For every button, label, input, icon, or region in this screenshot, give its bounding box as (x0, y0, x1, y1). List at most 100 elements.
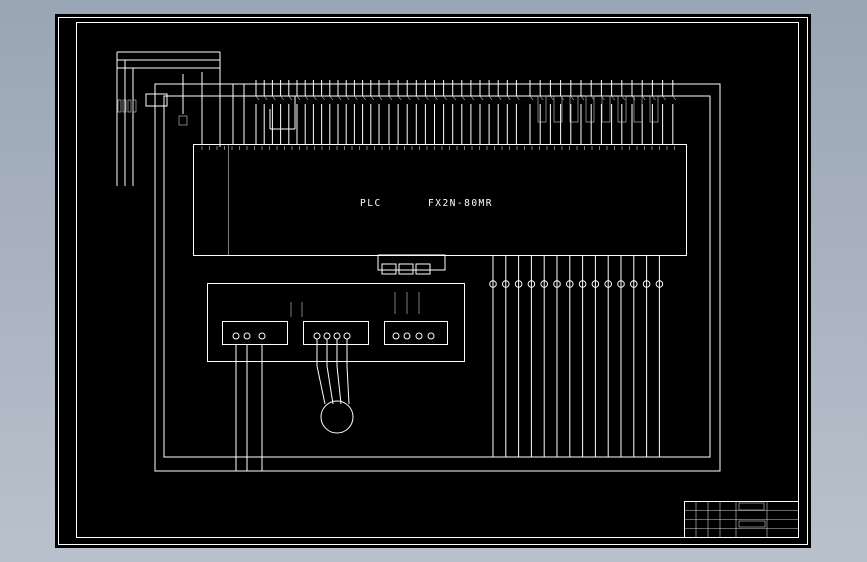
terminal-screw (392, 332, 400, 340)
input-switch-box (569, 95, 579, 123)
input-contact (497, 95, 502, 101)
analog-frame (377, 254, 446, 271)
input-contact (470, 95, 475, 101)
input-contact (516, 95, 520, 101)
input-contact (488, 95, 493, 101)
breaker-box (145, 93, 168, 107)
output-bus-outer (154, 83, 721, 472)
indicator-lamp-icon (578, 280, 587, 288)
input-contact (370, 95, 375, 101)
input-contact (354, 95, 358, 101)
input-contact (652, 95, 656, 101)
input-contact (461, 95, 466, 101)
terminal-screw (232, 332, 240, 340)
indicator-lamp-icon (489, 280, 497, 288)
transformer (178, 115, 188, 126)
input-contact (296, 95, 301, 101)
fuse (127, 99, 132, 113)
terminal-screw (333, 332, 341, 340)
inverter-terminal-motor (303, 321, 369, 345)
motor-lead (326, 365, 334, 405)
input-contact (611, 95, 615, 101)
input-contact (313, 95, 317, 101)
indicator-lamp-icon (553, 280, 561, 288)
terminal-screw (415, 332, 423, 340)
input-contact (570, 95, 575, 101)
indicator-lamp-icon (655, 280, 664, 288)
fuse (132, 99, 137, 113)
motor-lead (336, 365, 342, 405)
fuse (117, 99, 122, 113)
inner-frame (76, 22, 799, 538)
input-contact (443, 95, 447, 101)
motor-icon (320, 400, 354, 434)
indicator-lamp-icon (604, 280, 613, 288)
input-contact (529, 95, 534, 101)
indicator-lamp-icon (566, 280, 574, 288)
input-switch-box (585, 95, 595, 123)
input-contact (539, 95, 544, 101)
input-contact (329, 95, 334, 101)
input-contact (388, 95, 393, 101)
input-contact (378, 95, 383, 101)
indicator-lamp-icon (617, 280, 625, 288)
inverter-terminal-right (384, 321, 448, 345)
input-contact (452, 95, 456, 101)
input-contact (337, 95, 342, 101)
indicator-lamp-icon (591, 280, 600, 288)
input-contact (345, 95, 350, 101)
terminal-screw (258, 332, 266, 340)
indicator-lamp-icon (642, 280, 651, 288)
input-switch-box (553, 95, 563, 123)
indicator-lamp-icon (502, 280, 510, 288)
terminal-screw (403, 332, 411, 340)
inverter-terminal-left (222, 321, 288, 345)
input-contact (288, 95, 293, 101)
input-contact (672, 95, 677, 101)
indicator-lamp-icon (514, 280, 523, 288)
input-contact (621, 95, 626, 101)
terminal-screw (427, 332, 435, 340)
analog-module (398, 263, 414, 275)
outer-frame (58, 17, 808, 545)
input-contact (550, 95, 554, 101)
motor-lead (316, 365, 326, 405)
input-switch-box (601, 95, 611, 123)
input-contact (479, 95, 484, 101)
indicator-lamp-icon (540, 280, 549, 288)
input-contact (631, 95, 636, 101)
terminal-screw (243, 332, 251, 340)
input-switch-box (617, 95, 627, 123)
terminal-screw (323, 332, 331, 340)
indicator-lamp-icon (630, 280, 638, 288)
input-contact (580, 95, 585, 101)
input-switch-box (633, 95, 643, 123)
input-contact (255, 95, 260, 101)
input-contact (662, 95, 666, 101)
analog-module (415, 263, 431, 275)
terminal-screw (343, 332, 351, 340)
input-contact (397, 95, 402, 101)
input-contact (507, 95, 511, 101)
input-contact (263, 95, 268, 101)
output-bus-inner (163, 95, 711, 458)
input-switch-box (537, 95, 547, 123)
terminal-screw (313, 332, 321, 340)
input-contact (321, 95, 325, 101)
plc-label: PLC (360, 198, 382, 209)
input-contact (416, 95, 420, 101)
motor-lead (346, 365, 350, 405)
title-block (684, 501, 799, 538)
input-switch-box (649, 95, 659, 123)
input-contact (304, 95, 309, 101)
fuse (122, 99, 127, 113)
indicator-lamp-icon (527, 280, 536, 288)
input-contact (406, 95, 411, 101)
input-contact (434, 95, 438, 101)
input-contact (272, 95, 276, 101)
plc-model: FX2N-80MR (428, 198, 493, 209)
wiring-diagram: PLC FX2N-80MR (58, 17, 808, 545)
input-contact (280, 95, 284, 101)
drawing-sheet: PLC FX2N-80MR (55, 14, 811, 548)
